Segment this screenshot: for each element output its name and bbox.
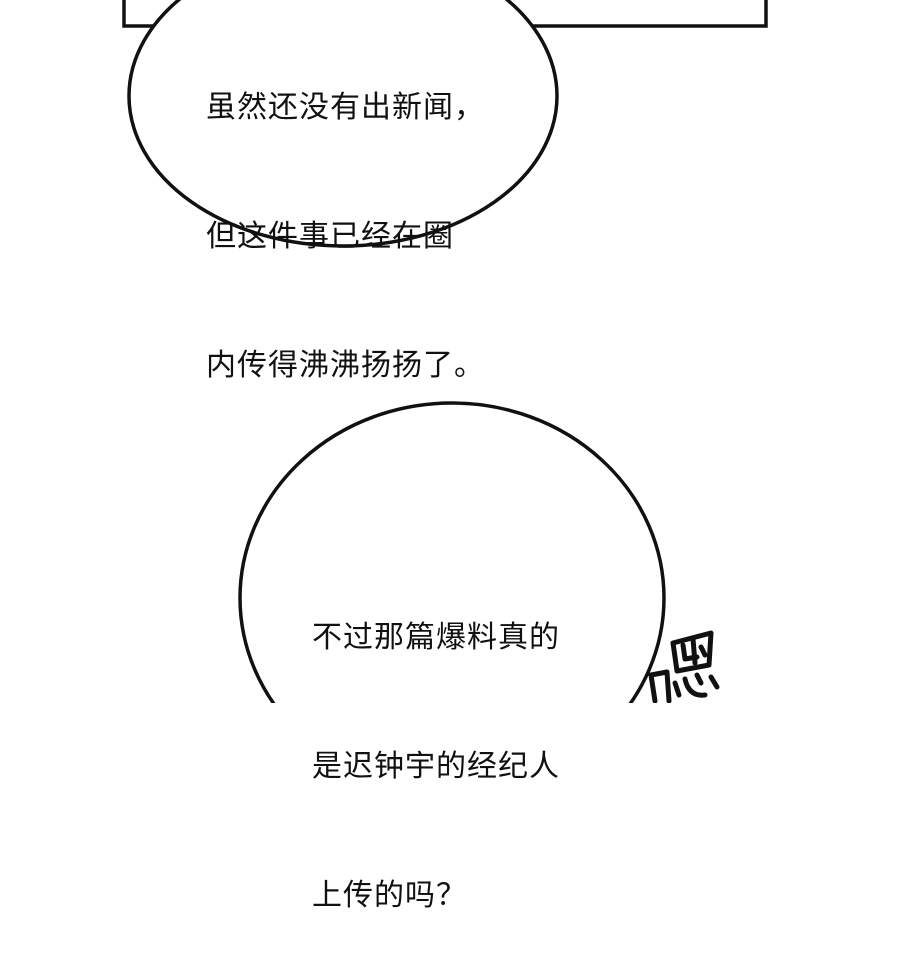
speech-line: 不过那篇爆料真的 bbox=[312, 620, 560, 655]
speech-bubble-1-text: 虽然还没有出新闻， 但这件事已经在圈 内传得沸沸扬扬了。 bbox=[206, 0, 485, 430]
speech-line: 内传得沸沸扬扬了。 bbox=[206, 348, 485, 383]
speech-bubble-1 bbox=[127, 0, 559, 248]
speech-line: 虽然还没有出新闻， bbox=[206, 90, 485, 125]
speech-line: 是迟钟宇的经纪人 bbox=[312, 749, 560, 784]
sound-effect-hmm bbox=[648, 630, 720, 703]
speech-bubble-2 bbox=[238, 401, 666, 703]
speech-line: 上传的吗？ bbox=[312, 878, 467, 913]
comic-panel bbox=[122, 0, 768, 703]
speech-line: 但这件事已经在圈 bbox=[206, 219, 454, 254]
speech-bubble-2-text: 不过那篇爆料真的 是迟钟宇的经纪人 上传的吗？ bbox=[312, 530, 560, 960]
